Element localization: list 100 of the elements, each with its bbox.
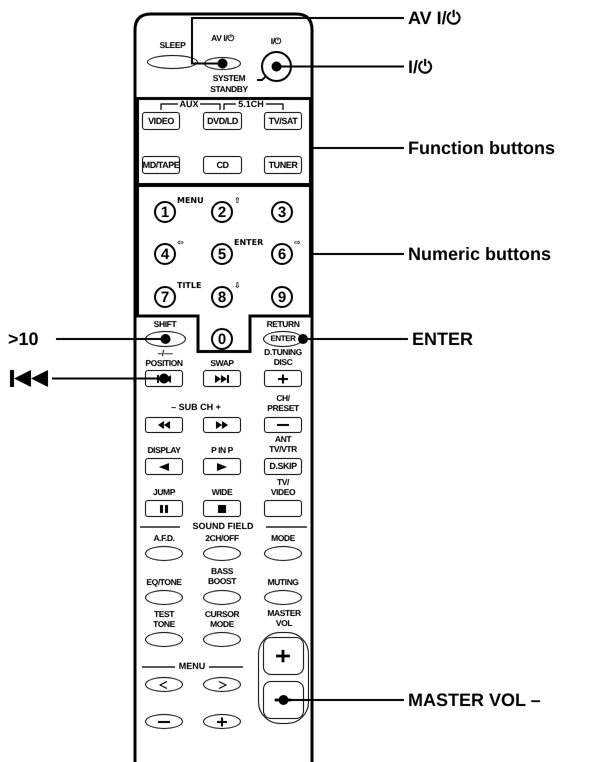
oval-button (203, 546, 241, 561)
oval-button (264, 590, 302, 605)
oval-button (264, 546, 302, 561)
callout-label: >10 (8, 327, 52, 351)
button-label: SYSTEM STANDBY (205, 73, 253, 97)
button (145, 458, 183, 475)
leader-line (56, 334, 170, 344)
callout-label: Numeric buttons (408, 242, 578, 266)
button-label: ANT TV/VTR (268, 434, 298, 456)
button-label: CH/ PRESET (266, 393, 300, 415)
button (203, 458, 241, 475)
button (203, 500, 241, 517)
button-label: BASS BOOST (206, 566, 238, 588)
button-label: EQ/TONE (145, 577, 183, 588)
section-label: AUX (178, 99, 200, 109)
button-label: MASTER VOL (266, 608, 302, 630)
oval-button (145, 714, 183, 729)
button-label: CURSOR MODE (204, 609, 240, 631)
button: TV/SAT (264, 112, 302, 130)
button-label: D.TUNING DISC (263, 347, 303, 369)
oval-button (203, 590, 241, 605)
number-button: 9 (271, 286, 293, 308)
button (203, 370, 241, 387)
oval-button (145, 331, 186, 347)
oval-button (203, 714, 241, 729)
oval-button (145, 546, 183, 561)
leader-line (272, 62, 404, 72)
button (264, 370, 302, 387)
callout-label: AV I/⏻ (408, 6, 518, 30)
oval-button (203, 632, 241, 647)
leader-line (278, 695, 404, 705)
number-button: 2 (211, 201, 233, 223)
button (145, 417, 183, 433)
button (203, 417, 241, 433)
button-sublabel: TITLE (177, 281, 202, 291)
button: D.SKIP (264, 458, 302, 475)
leader-line (52, 374, 169, 384)
button-sublabel: ⇦ (177, 238, 185, 249)
callout-label: ENTER (412, 327, 492, 351)
oval-button (204, 57, 241, 70)
button: DVD/LD (203, 112, 242, 130)
number-button: 7 (154, 286, 176, 308)
leader-line (312, 147, 404, 149)
button-label: SLEEP (158, 40, 186, 52)
button (264, 500, 302, 517)
button (145, 370, 183, 387)
round-button (261, 51, 292, 82)
button-label: –/–– (156, 348, 174, 358)
button-sublabel: ENTER (234, 238, 264, 248)
callout-label: MASTER VOL – (408, 688, 558, 712)
oval-button (203, 677, 241, 692)
oval-button: ENTER (263, 331, 303, 347)
button-label: DISPLAY (146, 445, 182, 456)
button-label: MUTING (266, 577, 300, 588)
button (264, 417, 302, 433)
skip-back-symbol (10, 370, 48, 387)
callout-label: Function buttons (408, 136, 578, 160)
number-button: 6 (271, 243, 293, 265)
number-button: 3 (271, 201, 293, 223)
button-group-frame (258, 632, 309, 724)
button: MD/TAPE (142, 156, 180, 174)
callout-label: I/⏻ (408, 54, 468, 78)
leader-line (191, 17, 404, 68)
button (145, 500, 183, 517)
button-label: I/⏻ (270, 36, 282, 48)
button-label: WIDE (210, 487, 234, 498)
number-button: 0 (211, 328, 233, 350)
button-label: AV I/⏻ (210, 33, 236, 45)
button-sublabel: ⇨ (294, 238, 302, 249)
leader-line (312, 253, 404, 255)
button-group-frame (136, 97, 312, 186)
button-label: 2CH/OFF (204, 533, 240, 544)
button (262, 636, 304, 674)
button (262, 680, 304, 718)
button-label: RETURN (266, 319, 300, 330)
button-label: TV/ VIDEO (270, 477, 296, 499)
oval-button (145, 677, 183, 692)
number-button: 5 (211, 243, 233, 265)
number-button: 4 (154, 243, 176, 265)
section-label: 5.1CH (236, 99, 266, 109)
leader-line (257, 76, 266, 81)
number-button: 8 (211, 286, 233, 308)
button-label: SHIFT (152, 319, 178, 330)
button-label: SWAP (209, 358, 235, 369)
button-label: P IN P (210, 445, 234, 456)
number-button: 1 (154, 201, 176, 223)
button-label: TEST TONE (152, 609, 176, 631)
button-sublabel: ⇩ (234, 281, 242, 292)
button: TUNER (264, 156, 302, 174)
oval-button (147, 55, 198, 69)
button-label: JUMP (152, 487, 176, 498)
button-label: A.F.D. (152, 533, 176, 544)
button-sublabel: MENU (177, 196, 205, 206)
oval-button (145, 632, 183, 647)
button: CD (203, 156, 242, 174)
button-label: POSITION (144, 358, 184, 369)
button-label: MODE (270, 533, 296, 544)
oval-button (145, 590, 183, 605)
leader-line (298, 334, 408, 344)
button-sublabel: ⇧ (234, 196, 242, 207)
